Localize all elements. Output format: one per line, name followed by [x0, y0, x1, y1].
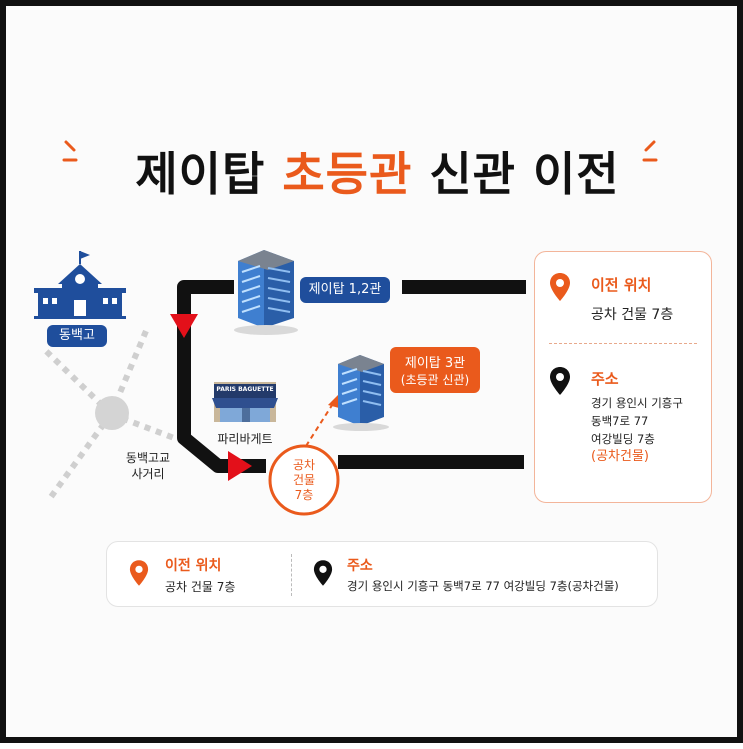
- intersection-label-2: 사거리: [131, 467, 165, 481]
- card-addr-line4: (공차건물): [591, 449, 649, 464]
- bottom-divider: [291, 554, 292, 596]
- intersection-label-1: 동백고교: [125, 451, 171, 465]
- intersection-circle: [95, 396, 129, 430]
- bakery-label: 파리바게트: [217, 432, 273, 446]
- page-title: 제이탑 초등관 신관 이전: [6, 138, 743, 204]
- location-pin-icon: [129, 560, 149, 586]
- school-label: 동백고: [47, 325, 107, 347]
- building-1-label: 제이탑 1,2관: [300, 277, 390, 303]
- destination-label: 공차 건물 7층: [274, 458, 334, 503]
- bottom-addr-value: 경기 용인시 기흥구 동백7로 77 여강빌딩 7층(공차건물): [347, 579, 619, 593]
- destination-circle: [268, 444, 340, 516]
- route-map: [34, 250, 526, 516]
- building-1-icon: [234, 250, 298, 335]
- card-move-value: 공차 건물 7층: [591, 307, 674, 323]
- bottom-move-title: 이전 위치: [165, 558, 222, 574]
- arrow-down-icon: [170, 314, 198, 338]
- card-move-title: 이전 위치: [591, 276, 652, 294]
- title-part2: 신관 이전: [429, 147, 620, 201]
- destination-label-line2: 건물: [292, 473, 316, 487]
- building-3-label-line2: (초등관 신관): [400, 373, 470, 387]
- bottom-move-value: 공차 건물 7층: [165, 580, 236, 594]
- map-pin-icon: [550, 367, 570, 395]
- card-addr-line2: 동백7로 77: [591, 414, 649, 428]
- school-icon: [34, 251, 126, 319]
- title-part1: 제이탑: [135, 147, 266, 201]
- destination-label-line3: 7층: [294, 488, 314, 502]
- card-addr-line3: 여강빌딩 7층: [591, 432, 655, 446]
- card-divider: [549, 343, 697, 344]
- bottom-addr-title: 주소: [347, 558, 373, 574]
- bottom-info-bar: 이전 위치 공차 건물 7층 주소 경기 용인시 기흥구 동백7로 77 여강빌…: [106, 541, 658, 607]
- card-addr-block: 경기 용인시 기흥구 동백7로 77 여강빌딩 7층 (공차건물): [591, 394, 683, 466]
- destination-label-line1: 공차: [292, 458, 316, 472]
- dashed-arrow-icon: [328, 395, 339, 408]
- info-card: 이전 위치 공차 건물 7층 주소 경기 용인시 기흥구 동백7로 77 여강빌…: [534, 251, 712, 503]
- card-addr-line1: 경기 용인시 기흥구: [591, 396, 683, 410]
- bakery-icon: [212, 382, 278, 422]
- spark-right-icon: [642, 140, 658, 162]
- title-accent: 초등관: [282, 147, 413, 201]
- spark-left-icon: [62, 140, 78, 162]
- bakery-sign: PARIS BAGUETTE: [216, 386, 274, 393]
- arrow-right-icon: [228, 451, 252, 481]
- building-3-label-line1: 제이탑 3관: [404, 356, 466, 371]
- building-3-label: 제이탑 3관 (초등관 신관): [390, 347, 480, 393]
- building-3-icon: [333, 355, 389, 431]
- map-pin-icon: [313, 560, 333, 586]
- location-pin-icon: [550, 273, 570, 301]
- card-addr-title: 주소: [591, 370, 619, 388]
